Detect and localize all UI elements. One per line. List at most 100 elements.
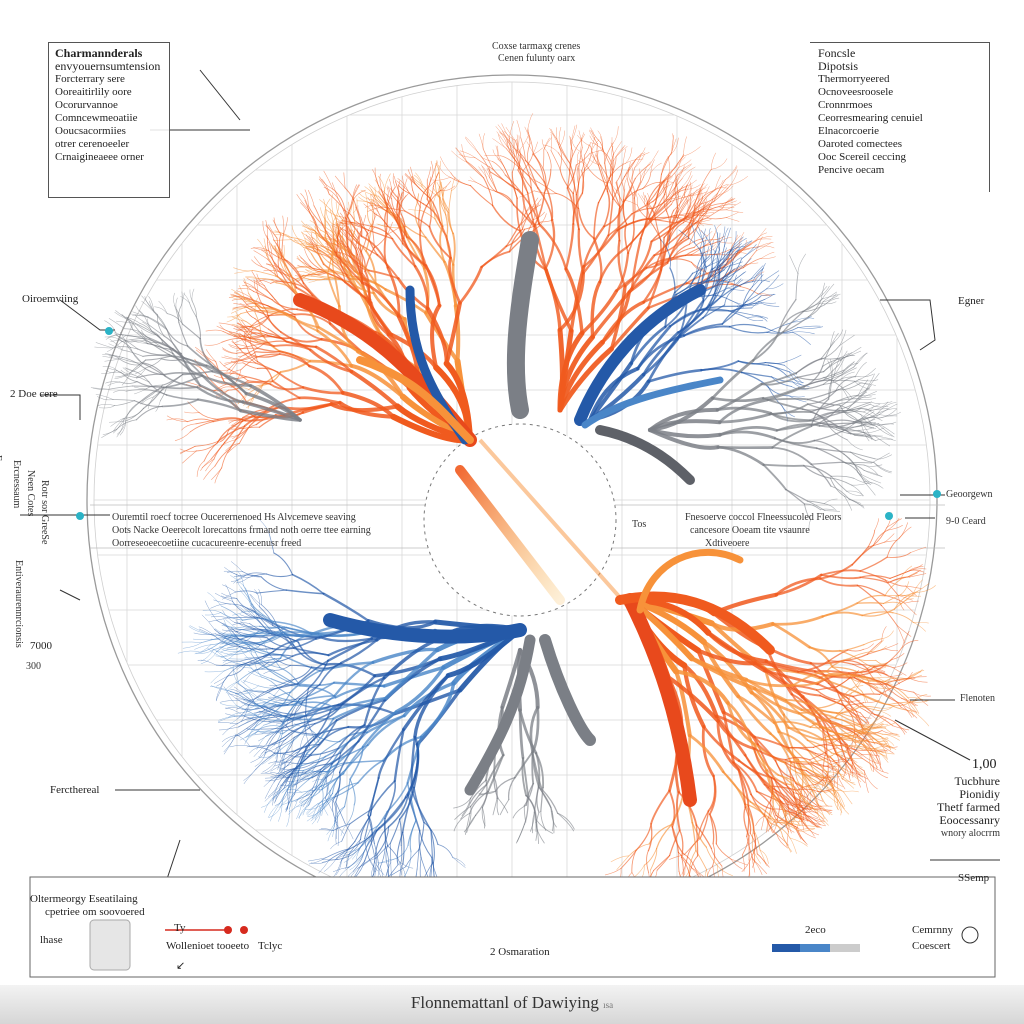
vein-segment <box>678 153 684 168</box>
vein-segment <box>863 770 869 793</box>
vein-segment <box>861 754 879 764</box>
vein-segment <box>289 781 294 809</box>
vein-segment <box>572 192 584 225</box>
vein-segment <box>233 328 248 333</box>
vein-segment <box>373 657 442 678</box>
vein-segment <box>261 668 275 671</box>
vein-segment <box>235 590 257 594</box>
vein-segment <box>331 769 347 794</box>
vein-segment <box>782 316 810 333</box>
vein-segment <box>92 387 110 390</box>
vein-segment <box>307 788 313 807</box>
vein-segment <box>482 133 485 150</box>
right-stack-line: Thetf farmed <box>937 800 1000 814</box>
box-line: Ooc Scereil ceccing <box>818 151 906 163</box>
vein-segment <box>804 813 818 828</box>
vein-segment <box>852 663 874 667</box>
vein-segment <box>423 821 439 846</box>
vein-segment <box>322 224 337 254</box>
vein-segment <box>205 373 223 391</box>
vein-segment <box>278 246 282 261</box>
vein-segment <box>496 131 508 147</box>
vein-segment <box>622 199 628 225</box>
vein-segment <box>755 815 765 826</box>
vein-segment <box>113 418 125 432</box>
vein-segment <box>132 374 150 383</box>
vein-segment <box>304 248 310 261</box>
vein-segment <box>200 649 214 662</box>
vein-segment <box>681 166 696 179</box>
vein-segment <box>402 681 456 718</box>
vein-segment <box>754 232 767 242</box>
vein-segment <box>290 708 332 720</box>
vein-segment <box>384 648 439 700</box>
vein-segment <box>656 855 671 871</box>
vein-segment <box>845 772 862 783</box>
vein-segment <box>724 227 731 247</box>
vein-segment <box>344 209 363 237</box>
vein-segment <box>872 526 888 546</box>
vein-segment <box>532 153 545 183</box>
vein-segment <box>746 317 764 322</box>
vein-segment <box>708 240 714 257</box>
legend-right-value: 2eco <box>805 924 826 936</box>
vein-segment <box>782 713 794 749</box>
vein-segment <box>324 230 330 250</box>
vein-segment <box>238 352 250 357</box>
vein-segment <box>300 732 307 748</box>
vein-segment <box>278 353 311 367</box>
vein-segment <box>887 684 909 699</box>
vein-segment <box>477 151 491 173</box>
vein-segment <box>643 164 653 178</box>
vein-segment <box>702 304 726 319</box>
vein-segment <box>276 739 286 761</box>
vein-segment <box>845 390 866 412</box>
vein-segment <box>772 808 783 826</box>
vein-segment <box>771 777 794 794</box>
vein-segment <box>327 826 335 842</box>
vein-segment <box>275 782 284 799</box>
vein-segment <box>411 176 413 191</box>
vein-segment <box>314 345 354 374</box>
vein-segment <box>396 214 408 238</box>
vein-segment <box>606 182 621 208</box>
vein-segment <box>728 326 768 334</box>
vein-segment <box>582 225 606 268</box>
vein-segment <box>308 236 314 250</box>
vein-segment <box>466 814 477 833</box>
vein-segment <box>730 310 753 316</box>
vein-segment <box>792 792 811 801</box>
vein-segment <box>383 232 389 269</box>
vein-segment <box>837 792 845 807</box>
vein-segment <box>326 637 374 662</box>
vein-segment <box>469 790 489 814</box>
vein-segment <box>236 705 257 717</box>
vein-segment <box>428 225 452 259</box>
vein-segment <box>315 231 335 241</box>
vein-segment <box>619 186 633 209</box>
vein-segment <box>427 166 431 181</box>
vein-segment <box>748 859 751 877</box>
vein-segment <box>311 763 333 779</box>
vein-segment <box>196 349 211 362</box>
vein-segment <box>215 636 240 647</box>
vein-segment <box>191 300 197 317</box>
vein-segment <box>803 365 824 388</box>
vein-segment <box>907 697 920 715</box>
vein-segment <box>581 170 585 194</box>
vein-segment <box>331 182 339 199</box>
vein-segment <box>858 397 876 401</box>
vein-segment <box>237 669 256 682</box>
vein-segment <box>836 352 850 360</box>
vein-segment <box>222 349 237 354</box>
vein-segment <box>503 130 516 141</box>
vein-segment <box>634 191 638 206</box>
vein-segment <box>571 125 576 141</box>
vein-segment <box>663 194 668 212</box>
vein-segment <box>253 250 269 260</box>
vein-segment <box>252 279 265 286</box>
vein-segment <box>238 425 251 444</box>
vein-segment <box>491 204 522 232</box>
vein-segment <box>613 146 625 161</box>
vein-segment <box>116 420 127 435</box>
